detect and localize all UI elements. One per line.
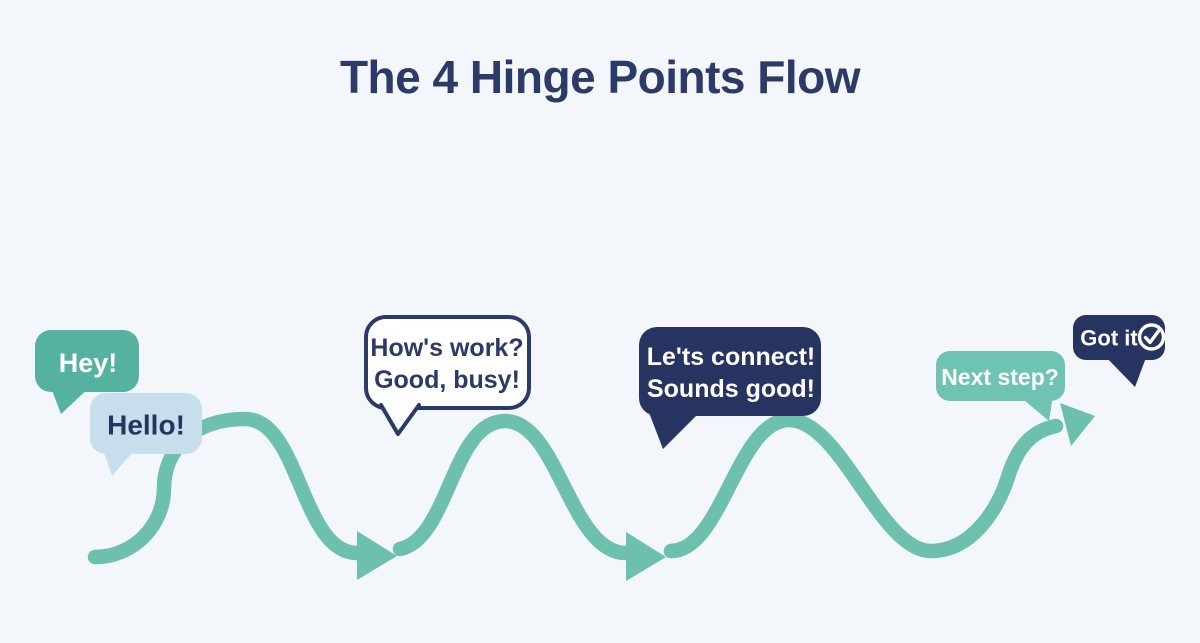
bubble-tail bbox=[1018, 395, 1053, 421]
bubble-text: Next step? bbox=[941, 364, 1059, 390]
bubble-body bbox=[364, 315, 531, 410]
bubble-body bbox=[639, 327, 821, 416]
bubble-body bbox=[90, 393, 202, 454]
bubble-body bbox=[1073, 315, 1165, 360]
bubble-tail bbox=[50, 385, 92, 414]
bubble-tail bbox=[648, 410, 702, 449]
bubble-body bbox=[35, 330, 139, 392]
bubble-text: Hello! bbox=[107, 410, 185, 441]
bubble-tail bbox=[379, 403, 421, 436]
speech-bubble-got-it: Got it bbox=[1073, 315, 1166, 387]
bubble-text-line1: How's work? bbox=[370, 334, 523, 362]
flow-arrowheads bbox=[357, 403, 1095, 581]
bubble-text: Got it bbox=[1080, 326, 1138, 351]
bubble-text: Hey! bbox=[59, 348, 118, 378]
page-title: The 4 Hinge Points Flow bbox=[339, 51, 861, 103]
bubble-body bbox=[936, 351, 1065, 401]
speech-bubble-lets-connect: Le'ts connect! Sounds good! bbox=[639, 327, 821, 449]
arrow-right-icon bbox=[357, 531, 397, 580]
speech-bubble-hello: Hello! bbox=[90, 393, 202, 476]
flow-line-segment-3 bbox=[663, 412, 1064, 559]
speech-bubble-hows-work: How's work? Good, busy! bbox=[364, 315, 531, 436]
speech-bubble-hey: Hey! bbox=[35, 330, 139, 414]
arrow-up-right-icon bbox=[1060, 403, 1095, 446]
arrow-right-icon bbox=[626, 532, 666, 581]
bubble-text-line2: Good, busy! bbox=[374, 366, 520, 394]
flow-line-segment-1 bbox=[87, 411, 365, 565]
bubble-tail bbox=[1104, 355, 1147, 387]
speech-bubble-next-step: Next step? bbox=[936, 351, 1065, 421]
bubble-text-line1: Le'ts connect! bbox=[647, 343, 815, 371]
flow-line-segment-2 bbox=[392, 413, 634, 561]
bubble-text-line2: Sounds good! bbox=[647, 375, 815, 403]
check-circle-icon bbox=[1137, 323, 1166, 351]
flow-line bbox=[87, 411, 1064, 565]
